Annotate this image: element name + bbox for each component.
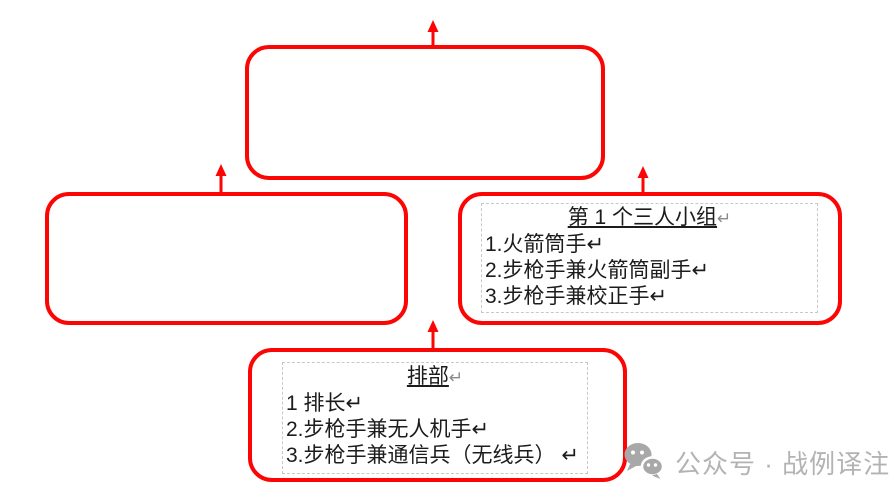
fire-team-1-title-line: 第 1 个三人小组↵ <box>485 205 814 232</box>
up-arrow-from-top-node-icon <box>427 20 439 45</box>
node-fire-team-1: 第 1 个三人小组↵ 1.火箭筒手↵ 2.步枪手兼火箭筒副手↵ 3.步枪手兼校正… <box>458 192 842 325</box>
platoon-hq-member-2: 2.步枪手兼无人机手↵ <box>286 418 490 441</box>
node-top-empty <box>245 45 605 180</box>
up-arrow-from-right-node-icon <box>637 166 649 193</box>
node-left-empty <box>45 192 408 325</box>
platoon-hq-textbox: 排部↵ 1 排长↵ 2.步枪手兼无人机手↵ 3.步枪手兼通信兵（无线兵） ↵ <box>282 362 588 474</box>
return-mark-icon: ↵ <box>448 368 464 387</box>
platoon-hq-member-1: 1 排长↵ <box>286 392 364 415</box>
fire-team-1-member-2: 2.步枪手兼火箭筒副手↵ <box>485 259 710 282</box>
watermark-label: 公众号 · 战例译注 <box>675 448 891 479</box>
up-arrow-from-bottom-node-icon <box>427 320 439 348</box>
fire-team-1-member-1: 1.火箭筒手↵ <box>485 233 605 256</box>
up-arrow-from-left-node-icon <box>215 164 227 192</box>
fire-team-1-textbox: 第 1 个三人小组↵ 1.火箭筒手↵ 2.步枪手兼火箭筒副手↵ 3.步枪手兼校正… <box>481 203 818 313</box>
platoon-hq-title-line: 排部↵ <box>286 364 584 391</box>
wechat-logo-icon <box>624 443 665 479</box>
node-platoon-hq: 排部↵ 1 排长↵ 2.步枪手兼无人机手↵ 3.步枪手兼通信兵（无线兵） ↵ <box>248 348 627 482</box>
watermark: 公众号 · 战例译注 <box>622 440 890 484</box>
return-mark-icon: ↵ <box>717 209 732 228</box>
platoon-hq-title: 排部 <box>406 365 449 388</box>
fire-team-1-title: 第 1 个三人小组 <box>567 206 718 229</box>
fire-team-1-member-3: 3.步枪手兼校正手↵ <box>485 285 668 308</box>
platoon-hq-member-3: 3.步枪手兼通信兵（无线兵） ↵ <box>286 444 579 467</box>
